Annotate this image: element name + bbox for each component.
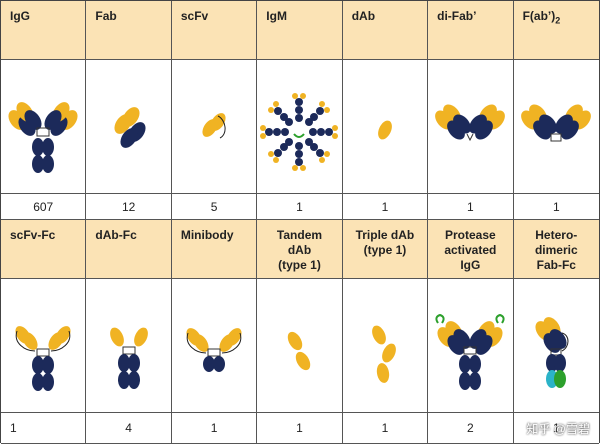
- image-cell-igg: [1, 60, 86, 194]
- count-fab: 12: [86, 194, 171, 220]
- fab-icon: [88, 72, 170, 182]
- count-scfv-fc: 1: [1, 413, 86, 444]
- image-cell-dab-fc: [86, 279, 171, 413]
- di-fab-icon: [429, 72, 511, 182]
- image-cell-protease-igg: [428, 279, 513, 413]
- count-igm: 1: [257, 194, 342, 220]
- header-triple-dab: Triple dAb (type 1): [343, 220, 428, 279]
- image-cell-di-fab: [428, 60, 513, 194]
- header-hetero-fab-fc: Hetero- dimeric Fab-Fc: [514, 220, 599, 279]
- igg-icon: [2, 72, 84, 182]
- count-di-fab: 1: [428, 194, 513, 220]
- fab2-icon: [515, 72, 597, 182]
- image-cell-tandem-dab: [257, 279, 342, 413]
- image-cell-triple-dab: [343, 279, 428, 413]
- count-protease-igg: 2: [428, 413, 513, 444]
- header-dab-fc: dAb-Fc: [86, 220, 171, 279]
- watermark: 知乎 @雪碧: [526, 420, 590, 437]
- header-dab: dAb: [343, 1, 428, 60]
- igm-icon: [258, 72, 340, 182]
- header-scfv-fc: scFv-Fc: [1, 220, 86, 279]
- minibody-icon: [173, 291, 255, 401]
- image-cell-dab: [343, 60, 428, 194]
- count-dab-fc: 4: [86, 413, 171, 444]
- image-cell-fab2: [514, 60, 599, 194]
- header-fab: Fab: [86, 1, 171, 60]
- triple-dab-icon: [344, 291, 426, 401]
- hetero-fab-fc-icon: [515, 291, 597, 401]
- image-cell-hetero-fab-fc: [514, 279, 599, 413]
- header-protease-igg: Protease activated IgG: [428, 220, 513, 279]
- header-scfv: scFv: [172, 1, 257, 60]
- protease-igg-icon: [429, 291, 511, 401]
- image-cell-scfv: [172, 60, 257, 194]
- count-tandem-dab: 1: [257, 413, 342, 444]
- image-cell-fab: [86, 60, 171, 194]
- image-cell-igm: [257, 60, 342, 194]
- dab-fc-icon: [88, 291, 170, 401]
- image-cell-scfv-fc: [1, 279, 86, 413]
- dab-icon: [344, 72, 426, 182]
- scfv-icon: [173, 72, 255, 182]
- header-igm: IgM: [257, 1, 342, 60]
- header-igg: IgG: [1, 1, 86, 60]
- count-fab2: 1: [514, 194, 599, 220]
- count-minibody: 1: [172, 413, 257, 444]
- header-minibody: Minibody: [172, 220, 257, 279]
- count-dab: 1: [343, 194, 428, 220]
- image-cell-minibody: [172, 279, 257, 413]
- header-di-fab: di-Fab’: [428, 1, 513, 60]
- count-igg: 607: [1, 194, 86, 220]
- header-fab2: F(ab’)2: [514, 1, 599, 60]
- count-scfv: 5: [172, 194, 257, 220]
- tandem-dab-icon: [258, 291, 340, 401]
- count-triple-dab: 1: [343, 413, 428, 444]
- header-tandem-dab: Tandem dAb (type 1): [257, 220, 342, 279]
- scfv-fc-icon: [2, 291, 84, 401]
